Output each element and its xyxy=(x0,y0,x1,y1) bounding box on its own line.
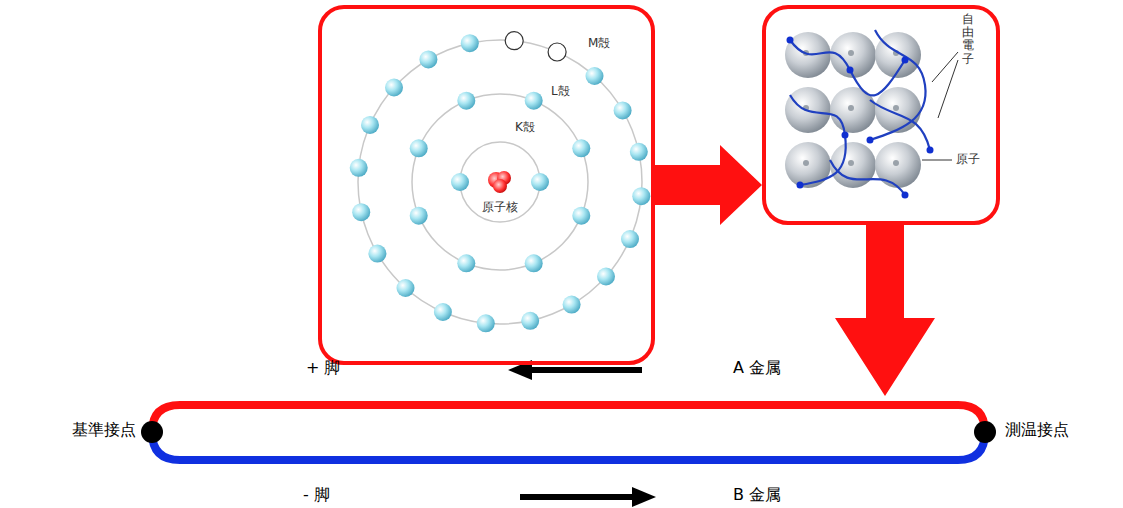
arrow-shaft xyxy=(520,494,636,500)
free-electron xyxy=(927,147,934,154)
electron xyxy=(451,173,469,191)
red-frame: M殻 L殻 K殻原子核 xyxy=(318,5,655,365)
electron xyxy=(597,268,615,286)
vacant-electron xyxy=(505,32,523,50)
b-metal-wire xyxy=(152,432,985,460)
free-electron xyxy=(847,67,854,74)
node-label: 原子核 xyxy=(482,201,518,214)
electron xyxy=(457,254,475,272)
atom-core xyxy=(803,160,809,166)
electron-path xyxy=(830,160,905,195)
electron xyxy=(434,303,452,321)
electron xyxy=(572,139,590,157)
free-electron xyxy=(842,132,849,139)
electron xyxy=(531,173,549,191)
electron xyxy=(419,50,437,68)
electron xyxy=(352,203,370,221)
electron-path xyxy=(870,100,930,150)
node-label: 自由電子 xyxy=(962,13,974,66)
down-arrow xyxy=(835,225,935,396)
metal-lattice xyxy=(785,30,958,199)
thermocouple-loop xyxy=(141,405,996,460)
leader-line xyxy=(922,160,952,161)
arrow-shaft xyxy=(528,367,642,373)
free-electron xyxy=(902,192,909,199)
metal-atom xyxy=(785,142,831,188)
electron xyxy=(410,139,428,157)
electron xyxy=(385,79,403,97)
node-label: K殻 xyxy=(515,121,535,134)
electron xyxy=(410,207,428,225)
current-arrow xyxy=(520,487,656,507)
text-label: - 脚 xyxy=(303,485,330,504)
atom-core xyxy=(848,160,854,166)
atom-core xyxy=(848,50,854,56)
electron xyxy=(586,67,604,85)
free-electron xyxy=(797,182,804,189)
electron xyxy=(397,279,415,297)
electron xyxy=(525,254,543,272)
atom-model xyxy=(350,32,651,333)
electron xyxy=(521,312,539,330)
text-label: A 金属 xyxy=(733,358,781,377)
electron xyxy=(630,143,648,161)
electron-path xyxy=(870,30,926,140)
metal-atom xyxy=(875,87,921,133)
free-electron xyxy=(902,57,909,64)
block-arrow xyxy=(655,145,762,225)
text-label: 測温接点 xyxy=(1005,420,1069,439)
electron xyxy=(457,92,475,110)
node-label: L殻 xyxy=(551,85,570,98)
electron xyxy=(477,314,495,332)
metal-atom xyxy=(830,142,876,188)
junction-dot xyxy=(141,421,163,443)
red-frame: 自由電子原子 xyxy=(762,5,1000,225)
arrow-head xyxy=(632,487,656,507)
leader-line xyxy=(932,52,958,82)
l-shell xyxy=(412,94,588,270)
a-metal-wire xyxy=(152,405,985,432)
electron xyxy=(368,245,386,263)
text-label: + 脚 xyxy=(306,358,341,377)
electron xyxy=(621,230,639,248)
atom-core xyxy=(848,105,854,111)
electron xyxy=(572,207,590,225)
vacant-electron xyxy=(548,43,566,61)
electron xyxy=(614,101,632,119)
metal-atom xyxy=(875,142,921,188)
electron xyxy=(461,34,479,52)
electron xyxy=(350,159,368,177)
junction-dot xyxy=(974,421,996,443)
free-electron xyxy=(787,37,794,44)
node-label: M殻 xyxy=(588,37,610,50)
node-label: 原子 xyxy=(956,153,980,166)
electron xyxy=(632,187,650,205)
leader-line xyxy=(938,60,958,118)
electron xyxy=(361,116,379,134)
atom-core xyxy=(893,160,899,166)
electron xyxy=(563,296,581,314)
text-label: 基準接点 xyxy=(72,420,136,439)
electron-path xyxy=(790,40,905,95)
electron xyxy=(525,92,543,110)
free-electron xyxy=(867,137,874,144)
text-label: B 金属 xyxy=(733,485,781,504)
nucleus xyxy=(493,179,507,193)
k-shell xyxy=(460,142,540,222)
m-shell xyxy=(358,40,642,324)
atom-core xyxy=(893,105,899,111)
